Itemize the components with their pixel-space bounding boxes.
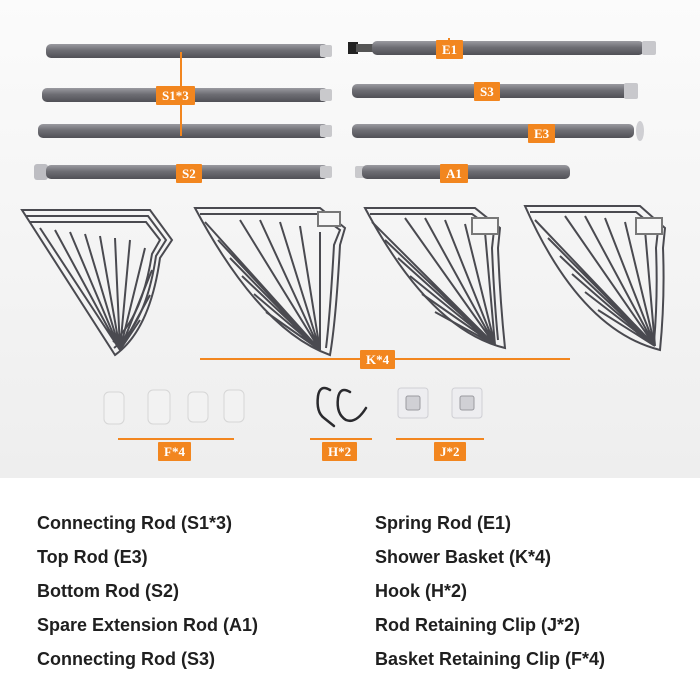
legend-item-shower-basket-k: Shower Basket (K*4) xyxy=(375,547,552,567)
legend-item-hook-h: Hook (H*2) xyxy=(375,581,468,601)
basket-2 xyxy=(193,207,347,357)
label-e1: E1 xyxy=(436,40,464,59)
rod-s1-1 xyxy=(46,44,332,58)
legend-item-spring-rod-e1: Spring Rod (E1) xyxy=(375,513,511,533)
label-f: F*4 xyxy=(158,442,191,461)
label-k: K*4 xyxy=(360,350,396,369)
j-indicator-line xyxy=(396,438,484,440)
h-indicator-line xyxy=(310,438,372,440)
rod-e1 xyxy=(348,41,656,55)
legend-item-basket-retaining-clip-f: Basket Retaining Clip (F*4) xyxy=(375,649,606,669)
rod-e3 xyxy=(352,121,644,141)
rod-s1-3 xyxy=(38,124,332,138)
label-s1: S1*3 xyxy=(156,86,195,105)
legend-item-top-rod-e3: Top Rod (E3) xyxy=(37,547,148,567)
legend-item-spare-extension-rod-a1: Spare Extension Rod (A1) xyxy=(37,615,259,635)
basket-3 xyxy=(363,207,507,350)
label-j: J*2 xyxy=(434,442,466,461)
parts-illustration xyxy=(20,41,667,428)
hooks-h xyxy=(316,386,368,428)
label-e3: E3 xyxy=(528,124,556,143)
label-a1: A1 xyxy=(440,164,468,183)
rod-clips-j xyxy=(397,387,483,419)
legend-item-connecting-rod-s3: Connecting Rod (S3) xyxy=(37,649,215,669)
legend-item-rod-retaining-clip-j: Rod Retaining Clip (J*2) xyxy=(375,615,581,635)
label-s2: S2 xyxy=(176,164,202,183)
basket-4 xyxy=(523,205,667,352)
f-indicator-line xyxy=(118,438,234,440)
basket-clips-f xyxy=(103,389,245,425)
legend-item-bottom-rod-s2: Bottom Rod (S2) xyxy=(37,581,179,601)
label-h: H*2 xyxy=(322,442,358,461)
legend-item-connecting-rod-s1: Connecting Rod (S1*3) xyxy=(37,513,233,533)
label-s3: S3 xyxy=(474,82,500,101)
basket-1 xyxy=(20,209,174,357)
